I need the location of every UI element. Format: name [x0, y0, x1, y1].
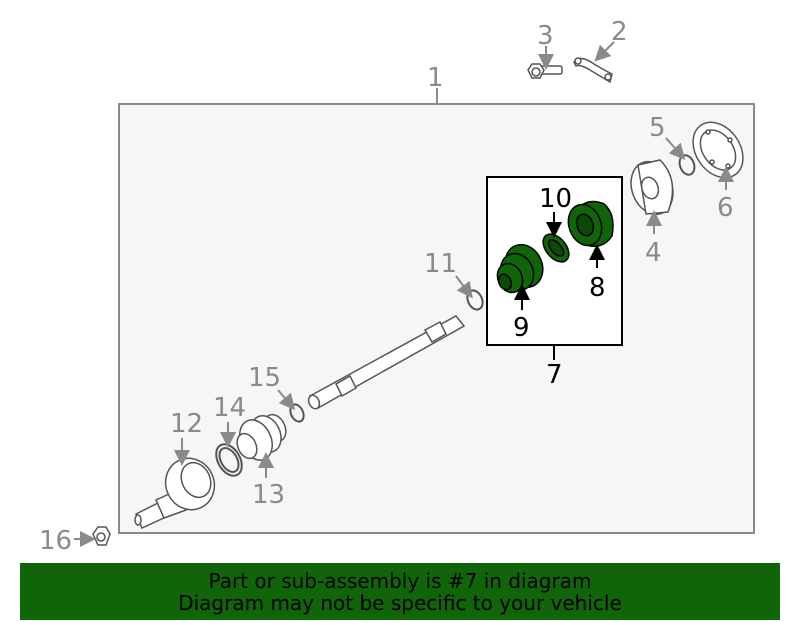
- callout-13: 13: [252, 480, 285, 510]
- bracket-part: [573, 57, 613, 84]
- callout-10: 10: [539, 184, 572, 214]
- cv-joint-part: [134, 457, 216, 530]
- axle-shaft: [307, 315, 466, 410]
- inner-boot-part: [236, 413, 287, 461]
- callout-2: 2: [611, 17, 628, 47]
- callout-11: 11: [424, 249, 457, 279]
- callout-4: 4: [645, 238, 662, 268]
- callout-3: 3: [537, 21, 554, 51]
- callout-15: 15: [248, 363, 281, 393]
- callout-1: 1: [427, 63, 444, 93]
- housing-part: [567, 200, 614, 248]
- cover-plate-part: [692, 121, 744, 179]
- bearing-part: [630, 159, 674, 216]
- bolt-part: [527, 63, 563, 79]
- callout-12: 12: [170, 409, 203, 439]
- callout-7: 7: [546, 360, 563, 390]
- parts-diagram: 1 2 3 4 5 6 7 8 9 10 11 12 13 14 15 16: [39, 17, 755, 556]
- callout-8: 8: [589, 273, 606, 303]
- banner-line-2: Diagram may not be specific to your vehi…: [178, 590, 622, 615]
- callout-6: 6: [717, 193, 734, 223]
- seal-part: [542, 233, 570, 263]
- nut-part: [92, 526, 111, 546]
- callout-5: 5: [649, 113, 666, 143]
- notice-banner: Part or sub-assembly is #7 in diagram Di…: [20, 563, 780, 620]
- callout-16: 16: [39, 526, 72, 556]
- callout-14: 14: [213, 393, 246, 423]
- banner-line-1: Part or sub-assembly is #7 in diagram: [208, 568, 592, 593]
- callout-9: 9: [513, 313, 530, 343]
